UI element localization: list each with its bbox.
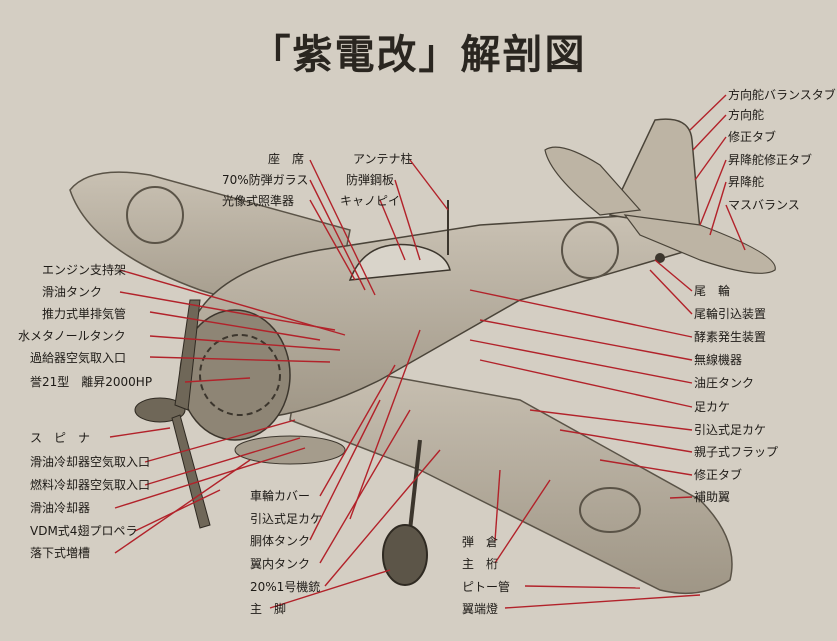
label-cannon: 20%1号機銃 bbox=[250, 580, 321, 594]
label-gunsight: 光像式照準器 bbox=[222, 194, 295, 208]
label-engine: 誉21型 離昇2000HP bbox=[30, 375, 153, 389]
drop-tank-shape bbox=[234, 435, 346, 465]
label-wheel-cover: 車輪カバー bbox=[250, 489, 311, 503]
label-auxiliary-wing: 補助翼 bbox=[694, 490, 731, 504]
label-trim-tab: 修正タブ bbox=[728, 130, 777, 144]
left-wing-roundel bbox=[126, 186, 184, 244]
label-engine-mount: エンジン支持架 bbox=[42, 263, 127, 277]
canopy-shape bbox=[348, 243, 451, 281]
label-hydraulic-tank: 油圧タンク bbox=[694, 376, 755, 390]
engine-cylinders bbox=[199, 334, 281, 416]
label-oil-tank: 滑油タンク bbox=[42, 285, 103, 299]
label-main-gear: 主 脚 bbox=[250, 602, 287, 616]
label-pitot-tube: ピトー管 bbox=[462, 580, 511, 594]
leader-lines bbox=[109, 94, 746, 609]
label-tail-wheel: 尾 輪 bbox=[694, 284, 731, 298]
spinner-shape bbox=[134, 397, 186, 423]
label-retractable-step: 引込式足カケ bbox=[694, 423, 767, 437]
label-elevator: 昇降舵 bbox=[728, 175, 765, 189]
main-gear-wheel bbox=[382, 524, 428, 586]
label-bulletproof-glass: 70%防弾ガラス bbox=[222, 173, 309, 187]
label-retractable-step-2: 引込式足カケ bbox=[250, 512, 323, 526]
label-rudder: 方向舵 bbox=[728, 108, 765, 122]
right-stabilizer bbox=[623, 214, 776, 274]
page-title: 「紫電改」解剖図 bbox=[250, 32, 587, 78]
label-rudder-balance-tab: 方向舵バランスタブ bbox=[728, 88, 836, 102]
label-drop-tank: 落下式増槽 bbox=[30, 546, 91, 560]
label-mass-balance: マスバランス bbox=[728, 198, 800, 212]
label-oil-cooler-intake: 滑油冷却器空気取入口 bbox=[30, 455, 151, 469]
label-fuel-cooler-intake: 燃料冷却器空気取入口 bbox=[30, 478, 151, 492]
right-wing bbox=[289, 359, 733, 595]
label-propeller: VDM式4翅プロペラ bbox=[30, 524, 138, 538]
label-methanol-tank: 水メタノールタンク bbox=[18, 329, 126, 343]
fuselage-roundel bbox=[561, 221, 619, 279]
label-seat: 座 席 bbox=[268, 152, 305, 166]
propeller-blades bbox=[171, 299, 211, 529]
vertical-tail bbox=[608, 118, 701, 231]
label-oil-cooler: 滑油冷却器 bbox=[30, 501, 91, 515]
label-aileron-trim-tab: 修正タブ bbox=[694, 468, 743, 482]
label-radio: 無線機器 bbox=[694, 353, 743, 367]
label-foot-step: 足カケ bbox=[694, 400, 731, 414]
label-antenna-mast: アンテナ柱 bbox=[353, 152, 413, 166]
label-spinner: ス ピ ナ bbox=[30, 431, 91, 445]
label-main-spar: 主 桁 bbox=[462, 557, 499, 571]
label-fuselage-tank: 胴体タンク bbox=[250, 534, 311, 548]
label-wingtip-light: 翼端燈 bbox=[462, 602, 499, 616]
tail-wheel-shape bbox=[655, 253, 665, 263]
label-elevator-trim-tab: 昇降舵修正タブ bbox=[728, 153, 813, 167]
right-wing-roundel bbox=[579, 487, 641, 533]
label-oxygen-generator: 酵素発生装置 bbox=[694, 330, 767, 344]
left-stabilizer bbox=[544, 146, 642, 216]
label-tail-wheel-retraction: 尾輪引込装置 bbox=[694, 307, 767, 321]
label-ammo-bay: 弾 倉 bbox=[462, 535, 499, 549]
label-supercharger-intake: 過給器空気取入口 bbox=[30, 351, 127, 365]
label-canopy: キャノピイ bbox=[340, 194, 401, 208]
label-exhaust: 推力式単排気管 bbox=[42, 307, 127, 321]
label-wing-tank: 翼内タンク bbox=[250, 557, 311, 571]
main-gear-strut bbox=[408, 439, 422, 531]
label-flap: 親子式フラップ bbox=[694, 445, 779, 459]
label-armor-plate: 防弾鋼板 bbox=[346, 173, 395, 187]
